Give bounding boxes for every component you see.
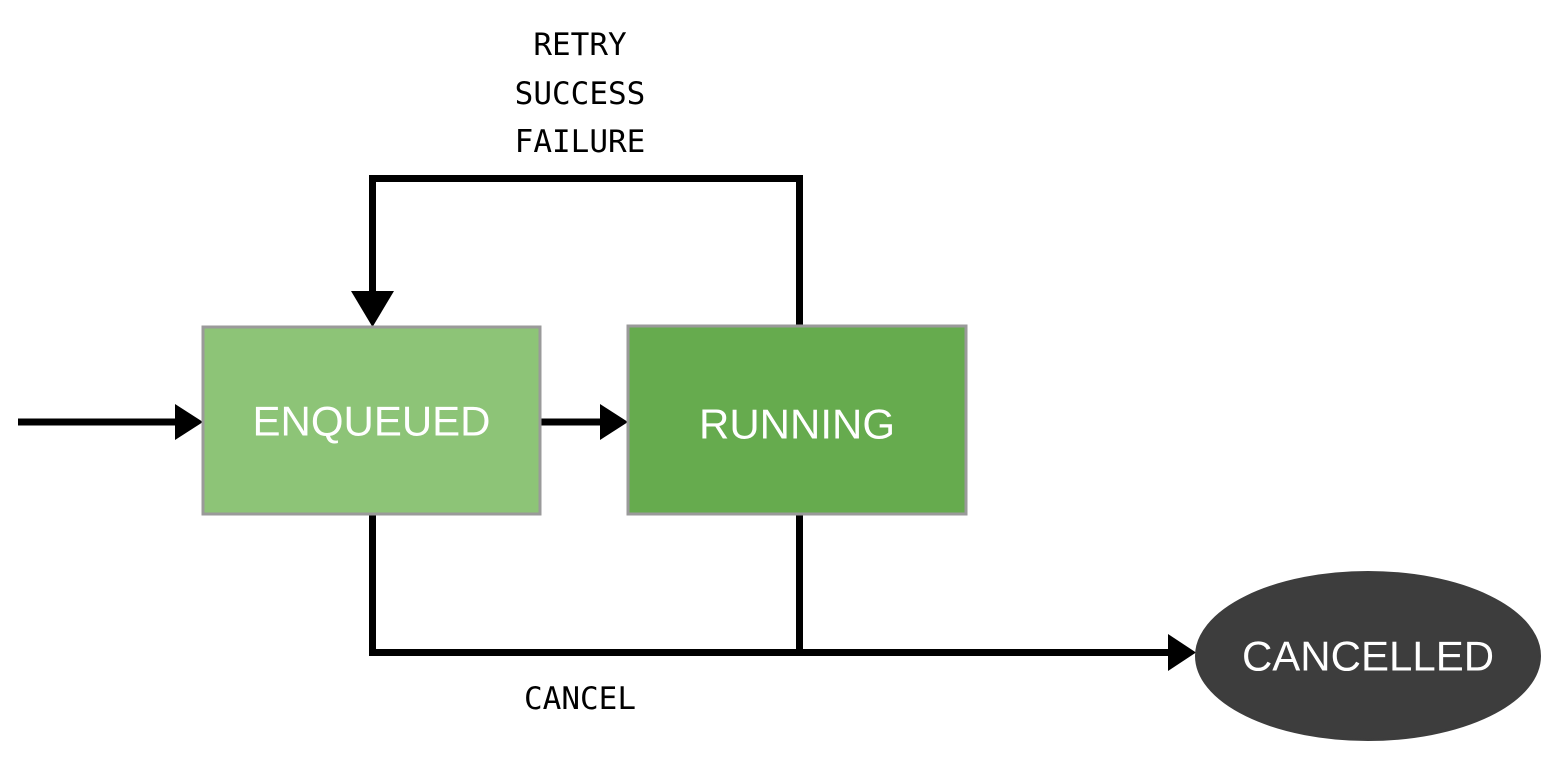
edge-enqueued-to-running <box>540 404 628 440</box>
node-running-shape[interactable] <box>626 324 968 516</box>
node-cancelled[interactable]: CANCELLED <box>1195 571 1541 741</box>
edge-enqueued-to-cancelled <box>369 514 1196 671</box>
node-enqueued-shape[interactable] <box>201 325 542 516</box>
edge-running-to-enqueued-path <box>369 175 803 326</box>
edge-start-to-enqueued <box>18 404 203 440</box>
edge-label-failure: FAILURE <box>515 124 646 160</box>
node-running[interactable]: RUNNING <box>626 324 968 516</box>
edge-running-to-enqueued <box>351 175 803 327</box>
edge-enqueued-to-cancelled-path <box>369 514 1178 656</box>
edge-running-to-enqueued-arrowhead <box>351 291 394 327</box>
node-running-label: RUNNING <box>699 401 895 448</box>
edge-label-cancel: CANCEL <box>524 681 636 717</box>
edge-enqueued-to-running-arrowhead <box>600 404 628 440</box>
node-enqueued[interactable]: ENQUEUED <box>201 325 542 516</box>
edge-start-to-enqueued-arrowhead <box>175 404 203 440</box>
edge-enqueued-to-cancelled-arrowhead <box>1168 634 1196 671</box>
node-cancelled-label: CANCELLED <box>1242 633 1494 680</box>
node-cancelled-shape[interactable] <box>1195 571 1541 741</box>
node-enqueued-label: ENQUEUED <box>252 398 490 445</box>
edge-label-retry: RETRY <box>533 27 627 63</box>
edge-label-success: SUCCESS <box>515 76 646 112</box>
